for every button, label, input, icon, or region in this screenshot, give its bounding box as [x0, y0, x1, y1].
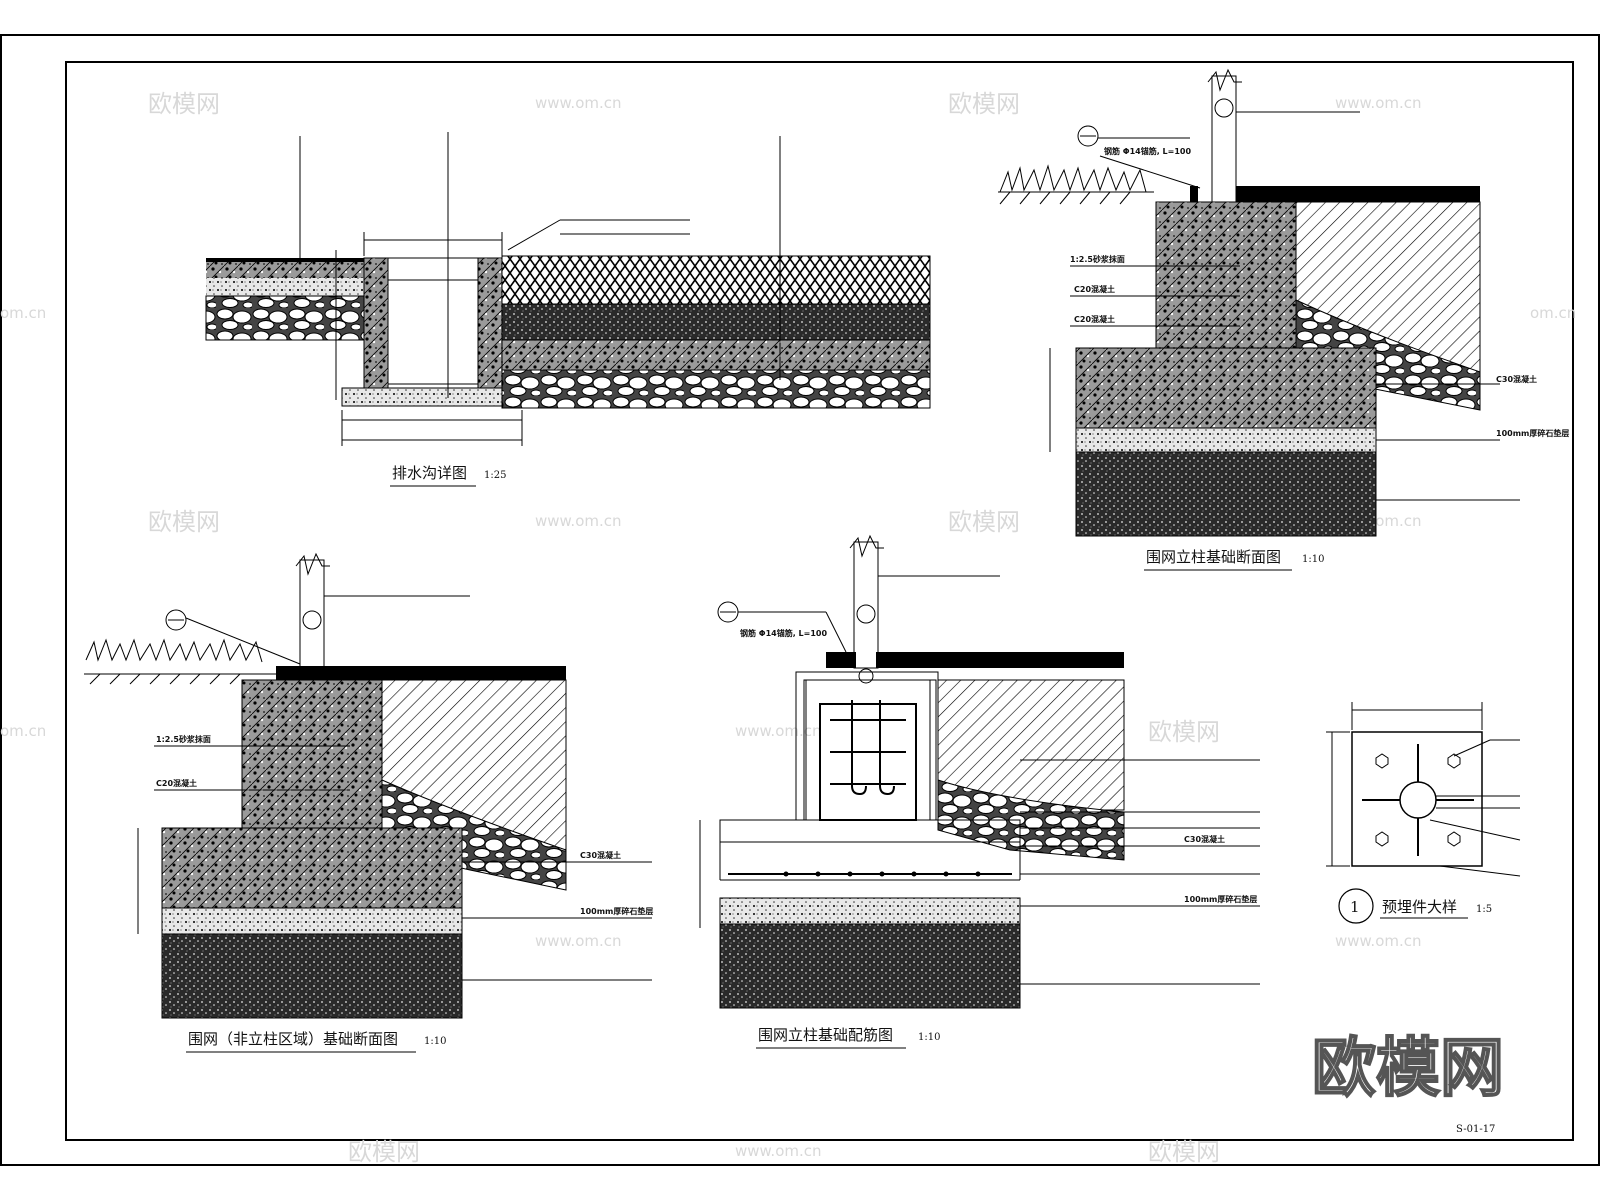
watermark-site: www.om.cn — [735, 722, 822, 740]
watermark-short: om.cn — [0, 722, 46, 740]
watermark-site: www.om.cn — [535, 94, 622, 112]
post-label-gravel: 100mm厚碎石垫层 — [1496, 428, 1569, 438]
nonpost-label-c30: C30混凝土 — [580, 850, 621, 860]
watermark-layer: 欧模网 欧模网 欧模网 欧模网 欧模网 欧模网 欧模网 www.om.cn ww… — [0, 90, 1576, 1166]
post-label-c20: C20混凝土 — [1074, 284, 1115, 294]
watermark-brand: 欧模网 — [148, 508, 220, 536]
nonpost-section: 1:2.5砂浆抹面 C20混凝土 C30混凝土 100mm厚碎石垫层 围网（非立… — [84, 552, 653, 1053]
watermark-site: www.om.cn — [1335, 932, 1422, 950]
post-title: 围网立柱基础断面图 — [1146, 548, 1281, 566]
watermark-short: om.cn — [1530, 304, 1576, 322]
brand-logo: 欧模网 — [1312, 1032, 1504, 1106]
post-label-bar: 钢筋 Φ14锚筋, L=100 — [1104, 146, 1191, 156]
rebar-scale: 1:10 — [918, 1032, 940, 1043]
post-label-c30: C30混凝土 — [1496, 374, 1537, 384]
watermark-site: www.om.cn — [1335, 94, 1422, 112]
sheet-code: S-01-17 — [1456, 1124, 1495, 1135]
watermark-brand: 欧模网 — [1148, 1138, 1220, 1166]
embed-scale: 1:5 — [1476, 904, 1492, 915]
watermark-short: om.cn — [0, 304, 46, 322]
watermark-site: www.om.cn — [535, 932, 622, 950]
post-label-mortar: 1:2.5砂浆抹面 — [1070, 254, 1125, 264]
nonpost-title: 围网（非立柱区域）基础断面图 — [188, 1030, 398, 1048]
nonpost-label-gravel: 100mm厚碎石垫层 — [580, 906, 653, 916]
nonpost-scale: 1:10 — [424, 1036, 446, 1047]
rebar-label-gravel: 100mm厚碎石垫层 — [1184, 894, 1257, 904]
nonpost-label-c20: C20混凝土 — [156, 778, 197, 788]
drain-title: 排水沟详图 — [392, 464, 467, 482]
rebar-section: 钢筋 Φ14锚筋, L=100 C30混凝土 100mm厚碎石垫层 围网立柱基础… — [699, 534, 1260, 1049]
post-section: 1:2.5砂浆抹面 C20混凝土 C20混凝土 钢筋 Φ14锚筋, L=100 … — [998, 68, 1569, 571]
drain-detail: 排水沟详图 1:25 — [205, 132, 931, 487]
inner-border — [65, 61, 1574, 1141]
watermark-brand: 欧模网 — [348, 1138, 420, 1166]
post-label-c20b: C20混凝土 — [1074, 314, 1115, 324]
embed-title: 预埋件大样 — [1382, 898, 1457, 916]
watermark-brand: 欧模网 — [948, 90, 1020, 118]
outer-border — [0, 34, 1600, 1166]
embed-detail: 1 预埋件大样 1:5 — [1326, 702, 1521, 924]
watermark-site: www.om.cn — [535, 512, 622, 530]
rebar-label-bar: 钢筋 Φ14锚筋, L=100 — [740, 628, 827, 638]
rebar-label-c30: C30混凝土 — [1184, 834, 1225, 844]
nonpost-label-mortar: 1:2.5砂浆抹面 — [156, 734, 211, 744]
watermark-brand: 欧模网 — [1148, 718, 1220, 746]
watermark-brand: 欧模网 — [148, 90, 220, 118]
watermark-site: www.om.cn — [735, 1142, 822, 1160]
rebar-title: 围网立柱基础配筋图 — [758, 1026, 893, 1044]
drain-scale: 1:25 — [484, 470, 506, 481]
post-scale: 1:10 — [1302, 554, 1324, 565]
watermark-brand: 欧模网 — [948, 508, 1020, 536]
embed-num: 1 — [1350, 898, 1360, 916]
